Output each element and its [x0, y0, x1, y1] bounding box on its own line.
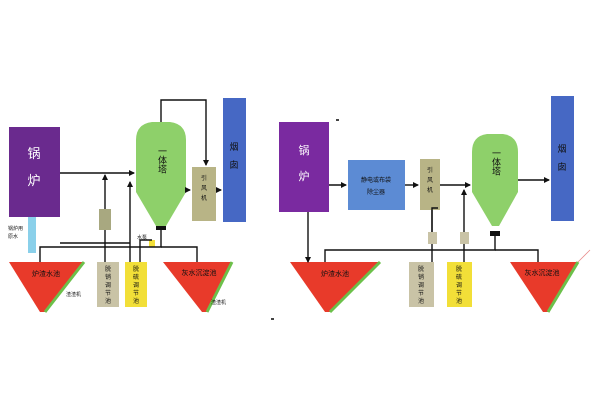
left-slag-machine-2: 渣渣机 — [211, 299, 226, 306]
right-denitration-c1: 脱 — [418, 265, 424, 273]
left-boiler-label-2: 炉 — [27, 174, 40, 189]
left-boiler-label-1: 锅 — [27, 146, 40, 162]
left-denitration-c1: 脱 — [105, 265, 111, 273]
left-water-bar — [28, 217, 36, 253]
left-desulf-c5: 池 — [133, 297, 139, 305]
right-desulf-c4: 节 — [456, 289, 462, 297]
left-slag-machine-1: 渣渣机 — [66, 291, 81, 298]
left-fan-box — [192, 167, 216, 221]
left-boiler-box — [9, 127, 60, 217]
right-boiler-box — [279, 122, 329, 212]
right-tower-shape — [472, 134, 518, 226]
left-ash-pool-label: 灰水沉淀池 — [182, 268, 217, 277]
right-chimney-label-1: 烟 — [557, 143, 566, 155]
right-collector-label-2: 除尘器 — [367, 188, 385, 196]
left-denitration-c4: 节 — [105, 289, 111, 297]
right-small-box-1 — [428, 232, 437, 244]
right-desulf-c1: 脱 — [456, 265, 462, 273]
right-slag-pool-edge — [328, 260, 382, 314]
left-desulf-c4: 节 — [133, 289, 139, 297]
right-boiler-label-2: 炉 — [299, 170, 310, 183]
tiny-mark-1 — [336, 119, 339, 121]
right-desulf-c5: 池 — [456, 297, 462, 305]
right-ash-pool-outline — [577, 249, 591, 263]
right-boiler-label-1: 锅 — [299, 144, 310, 157]
right-slag-pool-label: 炉渣水池 — [321, 269, 349, 278]
right-ash-pool — [510, 262, 578, 312]
left-fan-label-1: 引 — [201, 174, 207, 182]
right-desulf-c3: 调 — [456, 281, 462, 289]
left-chimney-label-1: 烟 — [229, 141, 238, 153]
left-slag-pool — [9, 262, 84, 312]
left-water-label-1: 锅炉用 — [8, 225, 23, 232]
left-denitration-c2: 销 — [105, 273, 111, 281]
right-fan-box — [420, 159, 440, 210]
right-denitration-c3: 调 — [418, 281, 424, 289]
right-desulf-c2: 硫 — [456, 273, 462, 281]
left-slag-pool-label: 炉渣水池 — [32, 269, 60, 278]
right-chimney-box — [551, 96, 574, 221]
right-flow-lines — [305, 177, 550, 263]
left-chimney-box — [223, 98, 246, 222]
left-water-label-2: 原水 — [8, 233, 18, 240]
right-tower-outlet — [490, 231, 500, 236]
right-slag-pool — [290, 262, 380, 312]
right-small-box-2 — [460, 232, 469, 244]
right-diagram: 锅 炉 静电或布袋 除尘器 引 风 机 一体塔 烟 囱 炉渣水池 脱 销 调 节… — [279, 96, 591, 314]
right-denitration-tank — [409, 262, 434, 307]
left-desulf-tank — [125, 262, 147, 307]
left-denitration-tank — [97, 262, 119, 307]
left-denitration-c3: 调 — [105, 281, 111, 289]
left-pump — [149, 240, 155, 247]
right-tower-label: 一体塔 — [490, 149, 501, 177]
left-slag-pool-edge — [43, 261, 86, 313]
left-fan-label-3: 机 — [201, 194, 207, 202]
right-denitration-c4: 节 — [418, 289, 424, 297]
left-desulf-c2: 硫 — [133, 273, 139, 281]
left-ash-pool-edge — [205, 261, 234, 313]
left-tower-shape — [136, 122, 186, 226]
left-flow-lines — [39, 99, 222, 262]
left-desulf-c3: 调 — [133, 281, 139, 289]
tiny-mark-2 — [271, 318, 274, 320]
right-collector-box — [348, 160, 405, 210]
left-denitration-c5: 池 — [105, 297, 111, 305]
left-denitration-small — [99, 209, 111, 230]
left-desulf-c1: 脱 — [133, 265, 139, 273]
right-fan-label-1: 引 — [427, 166, 433, 174]
left-pump-label: 水泵 — [137, 234, 147, 241]
right-ash-pool-label: 灰水沉淀池 — [525, 268, 560, 277]
left-tower-label: 一体塔 — [156, 147, 167, 175]
left-tower-outlet — [156, 226, 166, 230]
right-fan-label-3: 机 — [427, 186, 433, 194]
left-diagram: 锅 炉 锅炉用 原水 一体塔 引 风 机 烟 囱 炉渣水池 渣渣机 脱 销 调 … — [8, 98, 246, 313]
right-collector-label-1: 静电或布袋 — [361, 176, 391, 184]
right-ash-pool-edge — [546, 261, 580, 313]
left-chimney-label-2: 囱 — [229, 159, 238, 171]
right-denitration-c2: 销 — [418, 273, 424, 281]
right-denitration-c5: 池 — [418, 297, 424, 305]
left-fan-label-2: 风 — [201, 185, 207, 192]
right-desulf-tank — [447, 262, 472, 307]
left-ash-pool — [163, 262, 232, 312]
right-fan-label-2: 风 — [427, 177, 433, 184]
right-chimney-label-2: 囱 — [557, 161, 566, 173]
